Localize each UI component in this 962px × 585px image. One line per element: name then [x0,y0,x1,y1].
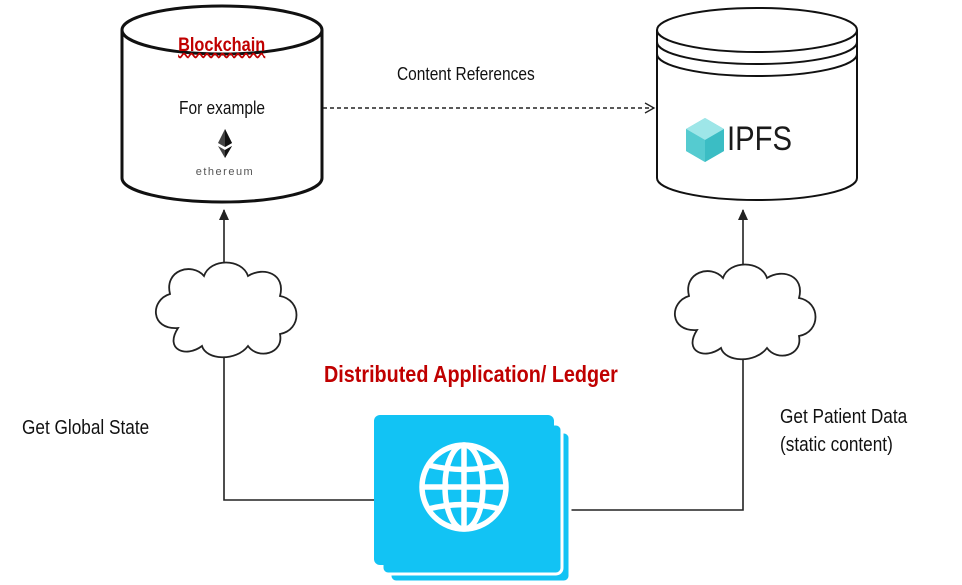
cloud-icon [673,263,817,361]
globe-icon [419,442,509,532]
ipfs-logo-text: IPFS [727,120,792,158]
distributed-application-title: Distributed Application/ Ledger [324,361,618,387]
right-connector-arrow [566,209,748,511]
ethereum-wordmark: ethereum [195,166,255,178]
ipfs-database [656,7,858,201]
get-global-state-label: Get Global State [22,417,150,439]
ethereum-icon [218,129,232,158]
blockchain-database [120,4,324,204]
left-connector-arrow [219,209,378,501]
ipfs-cube-icon [686,118,724,162]
distributed-app-card-stack [374,415,572,584]
get-patient-data-label: Get Patient Data (static content) [780,406,908,456]
content-references-label: Content References [397,64,535,84]
blockchain-title: Blockchain [178,35,266,56]
blockchain-example-text: For example [178,98,266,118]
cloud-icon [154,261,298,359]
